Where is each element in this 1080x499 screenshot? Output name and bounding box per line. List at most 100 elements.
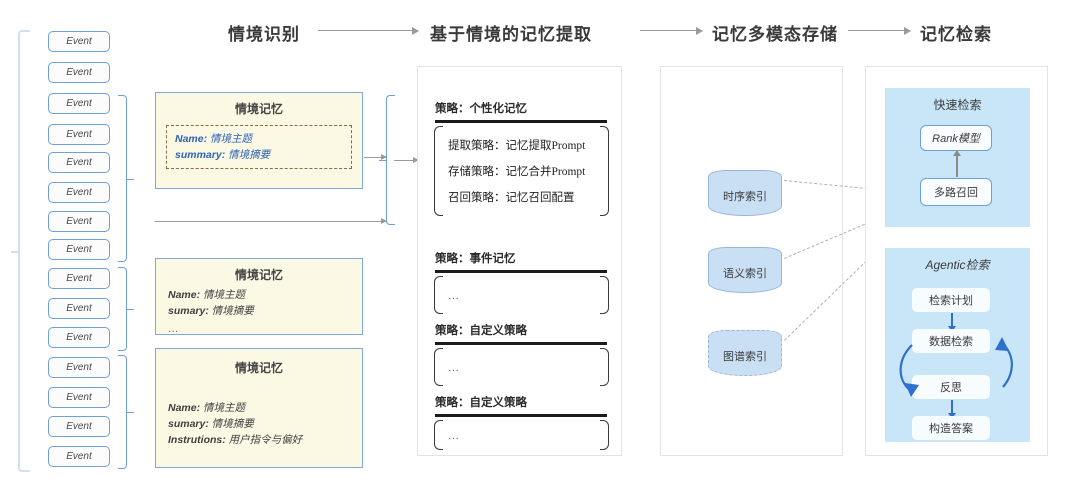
memory-card-1: 情境记忆 Name: 情境主题 summary: 情境摘要 — [155, 92, 363, 189]
index-label: 语义索引 — [723, 268, 767, 280]
cylinder-body: 语义索引 — [708, 254, 782, 293]
memory-card-title: 情境记忆 — [234, 361, 283, 375]
memory-field-row: Instrutions: 用户指令与偏好 — [168, 432, 362, 448]
strategy-row-key: 召回策略： — [448, 192, 506, 204]
stage-title-4: 记忆检索 — [920, 25, 992, 44]
agentic-node-retrieve[interactable]: 数据检索 — [912, 329, 990, 353]
strategy-row-ellipsis: … — [448, 430, 460, 442]
events-outer-bracket-stub — [11, 251, 20, 253]
memory-field-value: 情境主题 — [203, 402, 246, 414]
agentic-node-plan[interactable]: 检索计划 — [912, 288, 990, 312]
event-label: Event — [66, 451, 92, 462]
memory-field-value: 情境主题 — [210, 133, 253, 145]
strategy-body-left-bracket — [434, 126, 443, 216]
memory-card-2: 情境记忆 Name: 情境主题 sumary: 情境摘要 … — [155, 258, 363, 335]
strategy-title-2: 策略：事件记忆 — [435, 253, 516, 265]
event-group-bracket-1 — [118, 95, 134, 262]
event-chip[interactable]: Event — [48, 62, 110, 83]
memory-field-key: Name: — [175, 133, 208, 145]
event-label: Event — [66, 362, 92, 373]
strategy-row-value: 记忆合并Prompt — [505, 166, 586, 178]
extraction-collector-stub — [379, 160, 387, 162]
event-label: Event — [66, 303, 92, 314]
strategy-body-4: … — [434, 420, 609, 450]
strategy-body-left-bracket — [434, 420, 443, 450]
index-cylinder-graph: 图谱索引 — [708, 330, 782, 376]
event-label: Event — [66, 421, 92, 432]
event-label: Event — [66, 332, 92, 343]
memory-field-key: Instrutions: — [168, 434, 226, 446]
event-chip[interactable]: Event — [48, 416, 110, 437]
event-chip[interactable]: Event — [48, 327, 110, 348]
stage-title-3: 记忆多模态存储 — [712, 25, 838, 44]
event-label: Event — [66, 157, 92, 168]
event-chip[interactable]: Event — [48, 31, 110, 52]
strategy-body-1: 提取策略：记忆提取Prompt 存储策略：记忆合并Prompt 召回策略：记忆召… — [434, 126, 609, 216]
agentic-node-reflect[interactable]: 反思 — [912, 375, 990, 399]
multi-recall-label: 多路召回 — [934, 187, 978, 199]
stage-title-1: 情境识别 — [228, 25, 300, 44]
memory-field-key: sumary: — [168, 418, 209, 430]
events-bypass-arrow — [155, 218, 387, 224]
extraction-panel — [417, 66, 622, 456]
memory-field-row: sumary: 情境摘要 — [168, 416, 362, 432]
strategy-row: 存储策略：记忆合并Prompt — [448, 163, 585, 179]
event-chip[interactable]: Event — [48, 211, 110, 232]
memory-field-value: 情境摘要 — [211, 305, 254, 317]
strategy-title-4: 策略：自定义策略 — [435, 397, 527, 409]
event-label: Event — [66, 244, 92, 255]
strategy-body-right-bracket — [600, 348, 609, 386]
rank-model-node[interactable]: Rank模型 — [920, 125, 992, 151]
event-chip[interactable]: Event — [48, 298, 110, 319]
event-chip[interactable]: Event — [48, 387, 110, 408]
cylinder-body: 图谱索引 — [708, 337, 782, 376]
event-label: Event — [66, 273, 92, 284]
agentic-node-answer[interactable]: 构造答案 — [912, 416, 990, 440]
event-chip[interactable]: Event — [48, 152, 110, 173]
index-cylinder-timeseries: 时序索引 — [708, 170, 782, 216]
strategy-row-ellipsis: … — [448, 362, 460, 374]
fast-retrieval-group: 快速检索 — [885, 88, 1030, 227]
agentic-loop-arrows — [899, 337, 1013, 397]
strategy-row-value: 记忆召回配置 — [505, 192, 575, 204]
memory-field-value: 情境摘要 — [228, 149, 271, 161]
strategy-rule-2 — [435, 270, 607, 273]
event-group-bracket-stub — [126, 178, 134, 180]
strategy-rule-4 — [435, 414, 607, 417]
memory-field-ellipsis: … — [168, 323, 180, 335]
event-group-bracket-stub — [126, 309, 134, 311]
strategy-title-3: 策略：自定义策略 — [435, 325, 527, 337]
memory-field-row: summary: 情境摘要 — [175, 147, 343, 163]
event-group-bracket-3 — [118, 355, 134, 469]
agentic-node-label: 检索计划 — [929, 295, 973, 307]
memory-field-value: 用户指令与偏好 — [228, 434, 303, 446]
memory-field-key: sumary: — [168, 305, 209, 317]
strategy-body-right-bracket — [600, 126, 609, 216]
event-chip[interactable]: Event — [48, 268, 110, 289]
event-chip[interactable]: Event — [48, 124, 110, 145]
rank-model-label: Rank模型 — [932, 133, 980, 145]
strategy-body-right-bracket — [600, 276, 609, 314]
event-label: Event — [66, 187, 92, 198]
stage-arrow-1 — [318, 26, 419, 35]
event-chip[interactable]: Event — [48, 239, 110, 260]
event-group-bracket-2 — [118, 267, 134, 351]
event-chip[interactable]: Event — [48, 446, 110, 467]
strategy-row-ellipsis: … — [448, 290, 460, 302]
fast-retrieval-title: 快速检索 — [933, 98, 982, 112]
strategy-row: 提取策略：记忆提取Prompt — [448, 137, 585, 153]
multi-recall-node[interactable]: 多路召回 — [920, 178, 992, 206]
event-chip[interactable]: Event — [48, 182, 110, 203]
event-label: Event — [66, 98, 92, 109]
agentic-retrieval-title: Agentic检索 — [925, 258, 990, 272]
memory-card-3: 情境记忆 Name: 情境主题 sumary: 情境摘要 Instrutions… — [155, 348, 363, 468]
index-cylinder-semantic: 语义索引 — [708, 247, 782, 293]
memory-field-key: summary: — [175, 149, 226, 161]
agentic-node-label: 数据检索 — [929, 336, 973, 348]
event-chip[interactable]: Event — [48, 357, 110, 378]
strategy-body-2: … — [434, 276, 609, 314]
event-chip[interactable]: Event — [48, 93, 110, 114]
agentic-node-label: 反思 — [940, 382, 962, 394]
memory-field-value: 情境主题 — [203, 289, 246, 301]
memory-card-title: 情境记忆 — [234, 102, 283, 116]
